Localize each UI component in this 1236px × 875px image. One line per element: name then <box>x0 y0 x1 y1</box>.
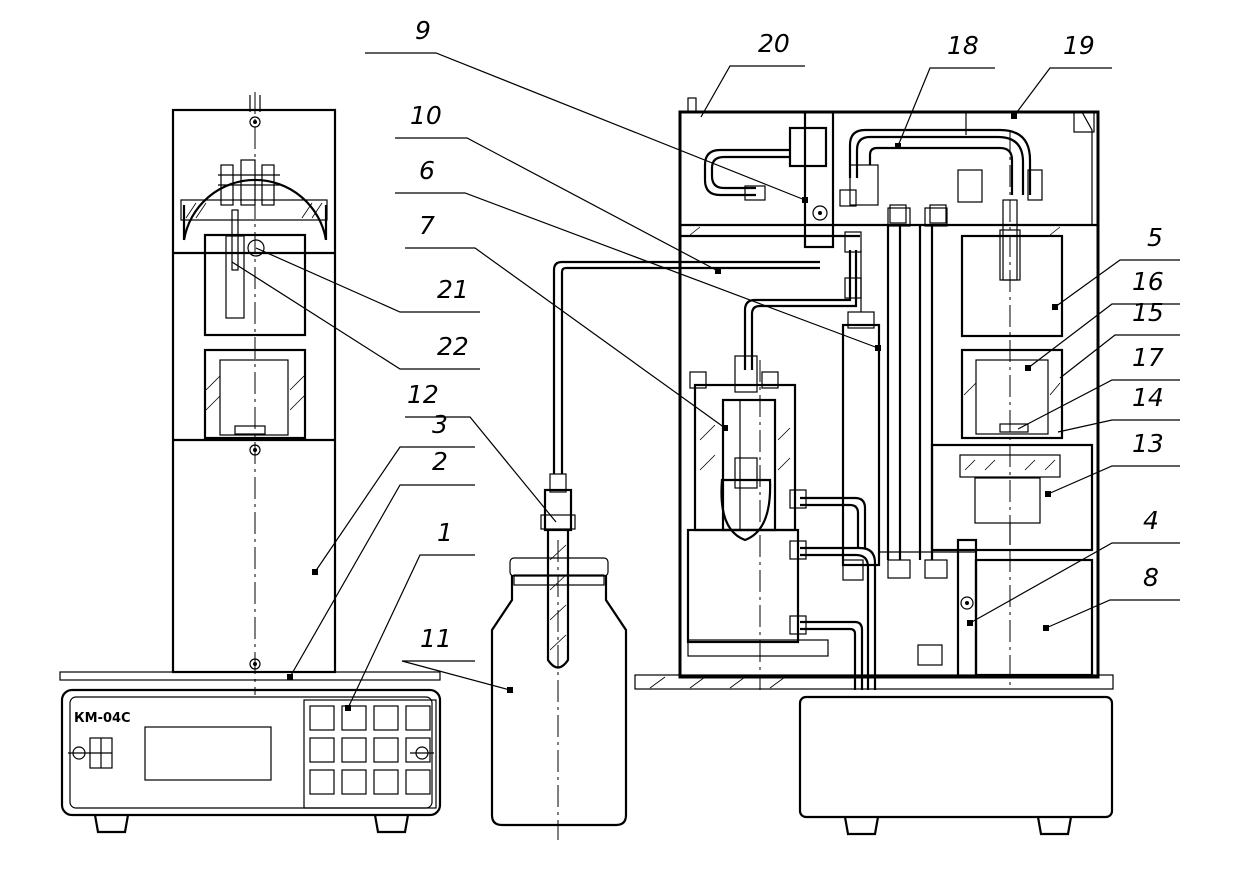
callout-8: 8 <box>1143 563 1159 592</box>
callout-22: 22 <box>437 332 469 361</box>
lower-housing <box>798 695 1114 819</box>
callout-10: 10 <box>410 101 442 130</box>
callout-numbers: 1 2 3 4 5 6 7 8 9 10 11 12 13 14 15 16 1… <box>407 16 1164 653</box>
callout-16: 16 <box>1132 267 1164 296</box>
callout-1: 1 <box>437 518 453 547</box>
callout-18: 18 <box>947 31 979 60</box>
right-unit <box>634 97 1114 836</box>
callout-4: 4 <box>1143 506 1159 535</box>
callout-9: 9 <box>415 16 431 45</box>
left-unit: КМ-04С <box>59 92 442 834</box>
callout-11: 11 <box>420 624 452 653</box>
stand-housing <box>171 108 337 674</box>
callout-12: 12 <box>407 380 439 409</box>
callout-19: 19 <box>1063 31 1095 60</box>
callout-3: 3 <box>432 410 448 439</box>
callout-14: 14 <box>1132 383 1164 412</box>
callout-6: 6 <box>419 156 435 185</box>
device-model-label: КМ-04С <box>74 711 131 726</box>
reagent-bottle <box>490 260 820 840</box>
display-window <box>144 726 272 781</box>
center-marks <box>249 116 261 670</box>
callout-17: 17 <box>1132 343 1164 372</box>
callout-15: 15 <box>1132 298 1164 327</box>
control-unit-box <box>60 688 442 817</box>
callout-7: 7 <box>419 211 435 240</box>
leader-lines <box>231 52 1180 709</box>
callout-21: 21 <box>437 275 469 304</box>
callout-2: 2 <box>432 447 448 476</box>
callout-5: 5 <box>1147 223 1163 252</box>
callout-13: 13 <box>1132 429 1164 458</box>
leader-dots <box>287 113 1058 711</box>
apparatus-frame <box>678 110 1100 679</box>
keypad <box>303 699 437 809</box>
callout-20: 20 <box>758 29 790 58</box>
